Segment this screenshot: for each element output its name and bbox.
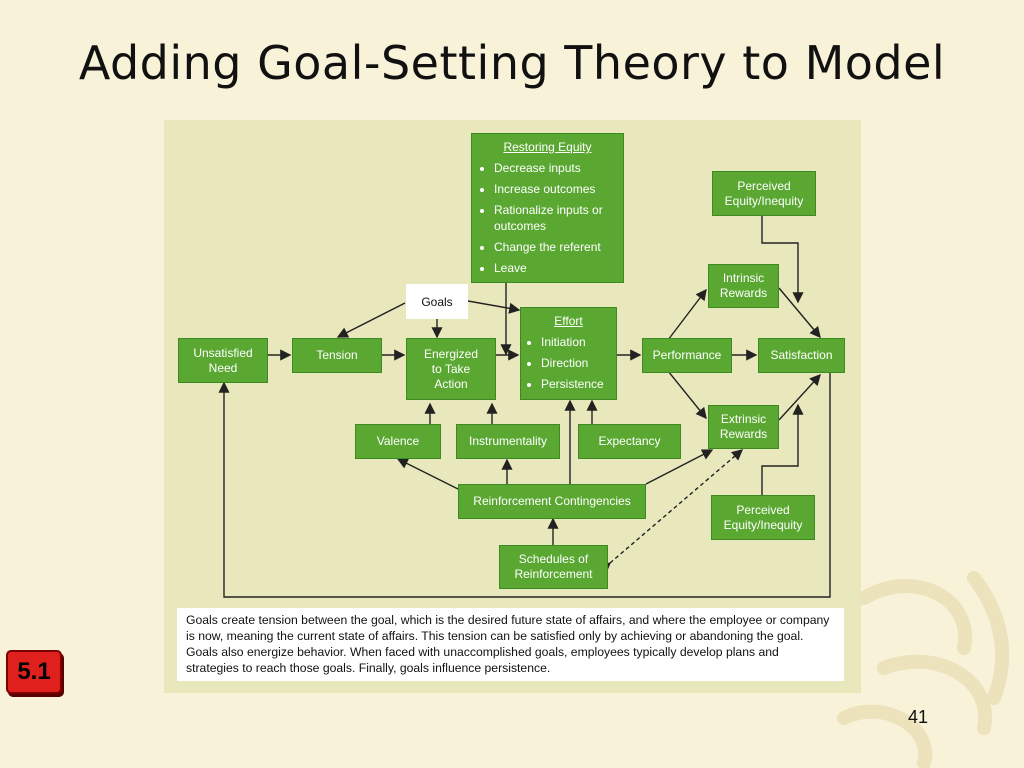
perceived-equity-top-box: Perceived Equity/Inequity [712,171,816,216]
intrinsic-rewards-line2: Rewards [719,286,768,300]
perceived-equity-bottom-line2: Equity/Inequity [723,517,803,532]
energized-line3: Action [434,376,468,391]
restoring-equity-item: Decrease inputs [494,160,615,176]
effort-item: Persistence [541,376,610,392]
page-number: 41 [908,707,929,727]
slide-title: Adding Goal-Setting Theory to Model [78,36,946,90]
valence-box: Valence [355,424,441,459]
reinforcement-contingencies-box: Reinforcement Contingencies [458,484,646,519]
perceived-equity-top-line2: Equity/Inequity [724,193,804,208]
schedules-of-reinforcement-box: Schedules of Reinforcement [499,545,608,589]
energized-box: Energized to Take Action [406,338,496,400]
effort-heading: Effort [554,314,583,328]
unsatisfied-need-box: Unsatisfied Need [178,338,268,383]
perceived-equity-top-line1: Perceived [737,178,791,193]
energized-line1: Energized [423,346,479,361]
energized-line2: to Take [431,361,471,376]
restoring-equity-item: Change the referent [494,239,615,255]
restoring-equity-item: Increase outcomes [494,181,615,197]
effort-item: Direction [541,355,610,371]
schedules-line2: Reinforcement [514,567,593,581]
effort-item: Initiation [541,334,610,350]
background-watermark [837,571,1010,768]
satisfaction-box: Satisfaction [758,338,845,373]
restoring-equity-item: Rationalize inputs or outcomes [494,202,615,234]
tension-box: Tension [292,338,382,373]
restoring-equity-heading: Restoring Equity [503,140,592,154]
effort-box: Effort Initiation Direction Persistence [520,307,617,400]
section-badge: 5.1 [6,650,62,694]
perceived-equity-bottom-line1: Perceived [736,502,790,517]
instrumentality-box: Instrumentality [456,424,560,459]
extrinsic-rewards-line1: Extrinsic [720,412,767,426]
unsatisfied-need-line2: Need [208,360,238,375]
intrinsic-rewards-line1: Intrinsic [722,271,765,285]
extrinsic-rewards-line2: Rewards [719,427,768,441]
unsatisfied-need-line1: Unsatisfied [193,345,253,360]
expectancy-box: Expectancy [578,424,681,459]
intrinsic-rewards-box: Intrinsic Rewards [708,264,779,308]
schedules-line1: Schedules of [518,552,589,566]
figure-caption: Goals create tension between the goal, w… [177,608,844,681]
restoring-equity-box: Restoring Equity Decrease inputs Increas… [471,133,624,283]
perceived-equity-bottom-box: Perceived Equity/Inequity [711,495,815,540]
restoring-equity-item: Leave [494,260,615,276]
extrinsic-rewards-box: Extrinsic Rewards [708,405,779,449]
performance-box: Performance [642,338,732,373]
goals-box: Goals [406,284,468,319]
